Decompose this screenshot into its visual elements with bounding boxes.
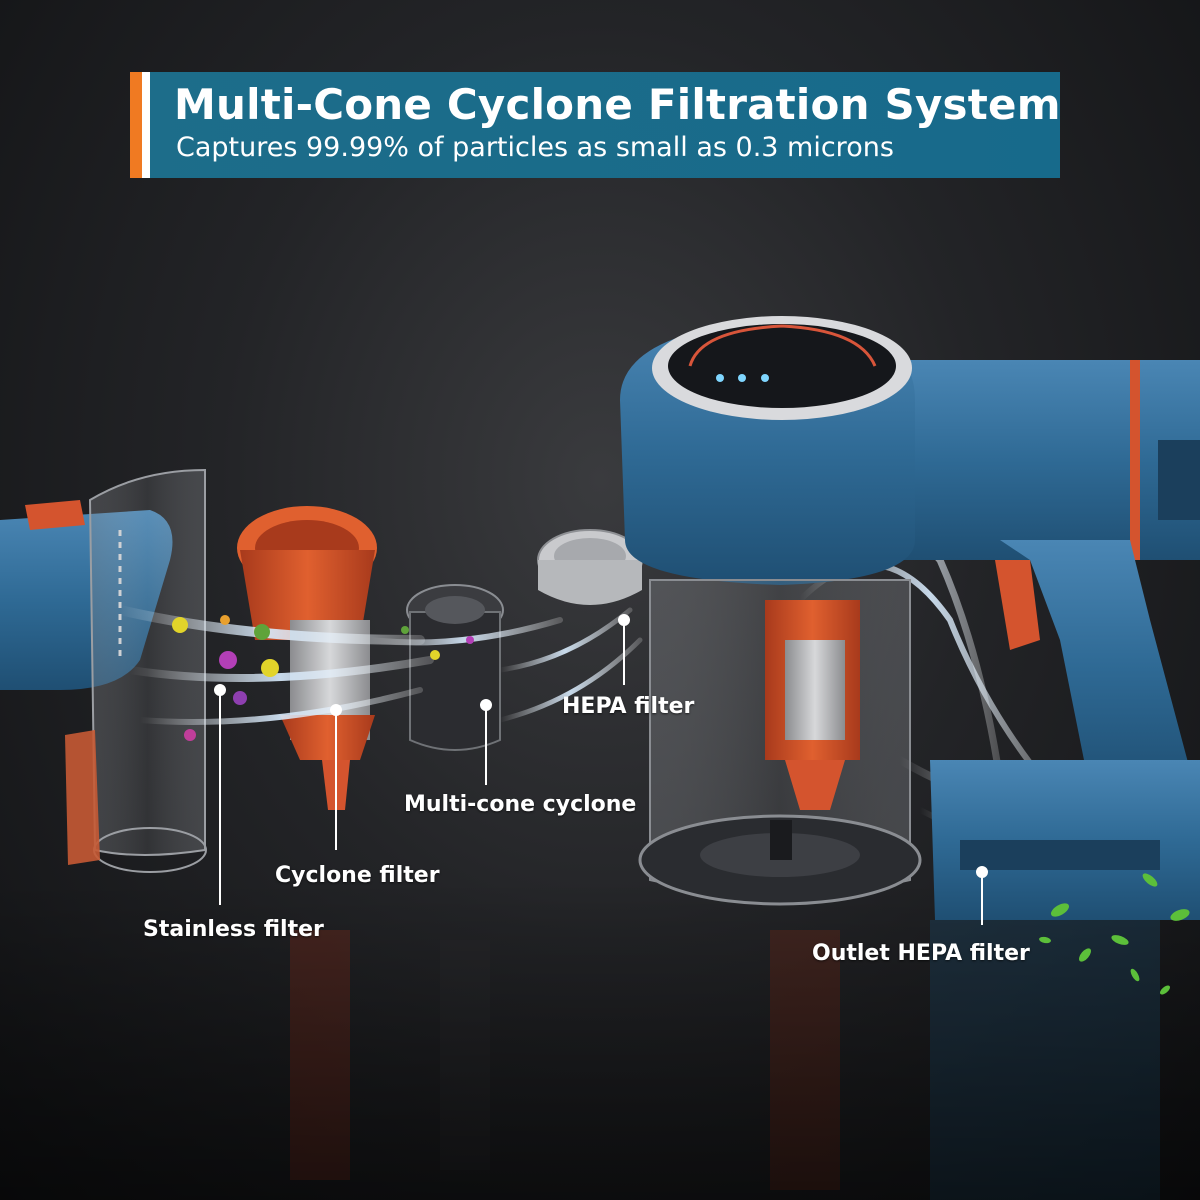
callout-hepa-filter: HEPA filter bbox=[562, 694, 695, 719]
callout-cyclone-filter: Cyclone filter bbox=[275, 863, 440, 888]
page-title: Multi-Cone Cyclone Filtration System bbox=[174, 80, 1061, 129]
vacuum-main-body bbox=[620, 316, 1200, 920]
dust-particles bbox=[172, 615, 474, 741]
vacuum-dust-bin bbox=[638, 579, 922, 906]
callout-leaders bbox=[214, 614, 988, 925]
multi-cone-cyclone-part bbox=[406, 584, 504, 751]
page-subtitle: Captures 99.99% of particles as small as… bbox=[176, 132, 894, 163]
callout-stainless-filter: Stainless filter bbox=[143, 917, 324, 942]
fresh-air-leaves bbox=[1039, 873, 1190, 995]
floor-shadow bbox=[0, 880, 1200, 1200]
dust-bin bbox=[65, 468, 207, 873]
callout-multi-cone-cyclone: Multi-cone cyclone bbox=[404, 792, 637, 817]
cyclone-filter-part bbox=[237, 506, 377, 810]
hepa-filter-part bbox=[537, 529, 643, 605]
title-banner: Multi-Cone Cyclone Filtration System Cap… bbox=[130, 72, 1060, 178]
banner-accent-bar bbox=[130, 72, 150, 178]
callout-outlet-hepa-filter: Outlet HEPA filter bbox=[812, 941, 1030, 966]
